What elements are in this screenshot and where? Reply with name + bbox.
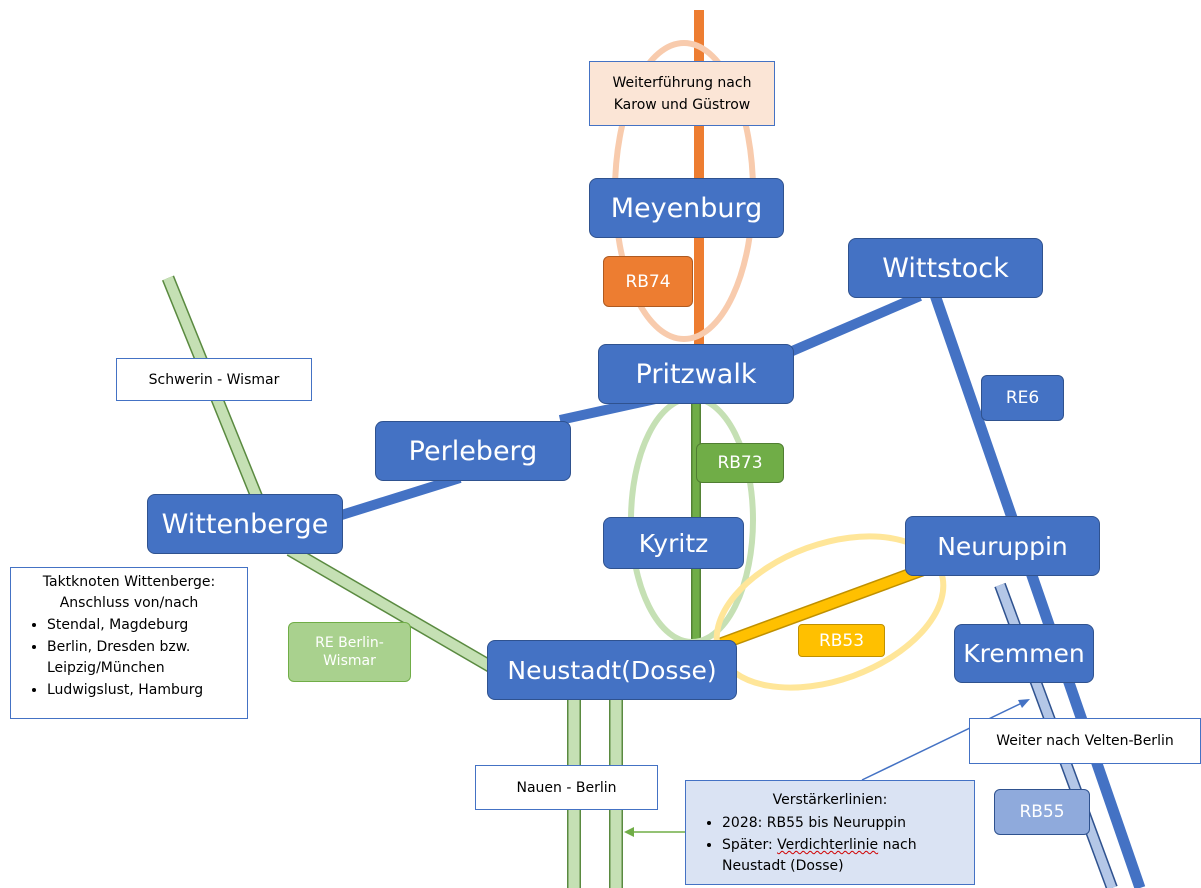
verstaerker-note: Verstärkerlinien: 2028: RB55 bis Neurupp… xyxy=(685,780,975,885)
rb53-label: RB53 xyxy=(818,630,865,651)
rb74-label: RB74 xyxy=(625,271,671,292)
karow-note-text: Weiterführung nach Karow und Güstrow xyxy=(612,74,752,113)
pritzwalk-wittstock-track xyxy=(788,291,922,357)
station-kyritz-label: Kyritz xyxy=(638,528,709,558)
station-perleberg-label: Perleberg xyxy=(408,435,538,467)
station-kyritz: Kyritz xyxy=(603,517,744,569)
station-kremmen-label: Kremmen xyxy=(963,639,1085,668)
station-neustadt-label: Neustadt(Dosse) xyxy=(507,655,717,685)
taktknoten-item: Ludwigslust, Hamburg xyxy=(47,680,241,701)
verstaerker-item: 2028: RB55 bis Neuruppin xyxy=(722,813,964,834)
station-meyenburg: Meyenburg xyxy=(589,178,784,238)
karow-note: Weiterführung nach Karow und Güstrow xyxy=(589,61,775,126)
station-wittstock: Wittstock xyxy=(848,238,1043,298)
station-wittstock-label: Wittstock xyxy=(882,252,1009,284)
re-berlin-wismar-label: RE Berlin-Wismar xyxy=(315,635,384,669)
station-neuruppin-label: Neuruppin xyxy=(937,531,1068,561)
velten-note-text: Weiter nach Velten-Berlin xyxy=(996,733,1174,749)
velten-arrow xyxy=(861,700,1027,781)
nauen-note-text: Nauen - Berlin xyxy=(516,779,617,796)
taktknoten-subtitle: Anschluss von/nach xyxy=(59,595,199,611)
rb73-badge: RB73 xyxy=(696,443,784,483)
nauen-note: Nauen - Berlin xyxy=(475,765,658,810)
station-pritzwalk: Pritzwalk xyxy=(598,344,794,404)
rb74-badge: RB74 xyxy=(603,256,693,307)
station-pritzwalk-label: Pritzwalk xyxy=(635,358,757,390)
schwerin-note-text: Schwerin - Wismar xyxy=(148,371,280,388)
verstaerker-item: Später: Verdichterlinie nach Neustadt (D… xyxy=(722,835,964,877)
station-perleberg: Perleberg xyxy=(375,421,571,481)
rb73-label: RB73 xyxy=(717,453,763,473)
rb55-badge: RB55 xyxy=(994,789,1090,835)
rb55-label: RB55 xyxy=(1019,802,1065,822)
taktknoten-item: Stendal, Magdeburg xyxy=(47,615,241,636)
station-neustadt: Neustadt(Dosse) xyxy=(487,640,737,700)
velten-note: Weiter nach Velten-Berlin xyxy=(969,718,1201,764)
taktknoten-note: Taktknoten Wittenberge: Anschluss von/na… xyxy=(10,567,248,719)
station-wittenberge-label: Wittenberge xyxy=(161,508,329,540)
re6-label: RE6 xyxy=(1005,388,1040,408)
taktknoten-title: Taktknoten Wittenberge: xyxy=(42,574,216,590)
re-berlin-wismar-badge: RE Berlin-Wismar xyxy=(288,622,411,682)
taktknoten-item: Berlin, Dresden bzw. Leipzig/München xyxy=(47,637,241,679)
verstaerker-title: Verstärkerlinien: xyxy=(772,792,888,808)
station-wittenberge: Wittenberge xyxy=(147,494,343,554)
verstaerker-item-word: Verdichterlinie xyxy=(777,837,879,853)
schwerin-note: Schwerin - Wismar xyxy=(116,358,312,401)
rb53-badge: RB53 xyxy=(798,624,885,657)
re6-track xyxy=(929,293,1146,888)
re6-badge: RE6 xyxy=(981,375,1064,421)
station-meyenburg-label: Meyenburg xyxy=(610,192,763,224)
station-kremmen: Kremmen xyxy=(954,624,1094,683)
verstaerker-item-suffix: nach Neustadt (Dosse) xyxy=(722,837,917,874)
verstaerker-item-prefix: Später: xyxy=(722,837,778,853)
station-neuruppin: Neuruppin xyxy=(905,516,1100,576)
